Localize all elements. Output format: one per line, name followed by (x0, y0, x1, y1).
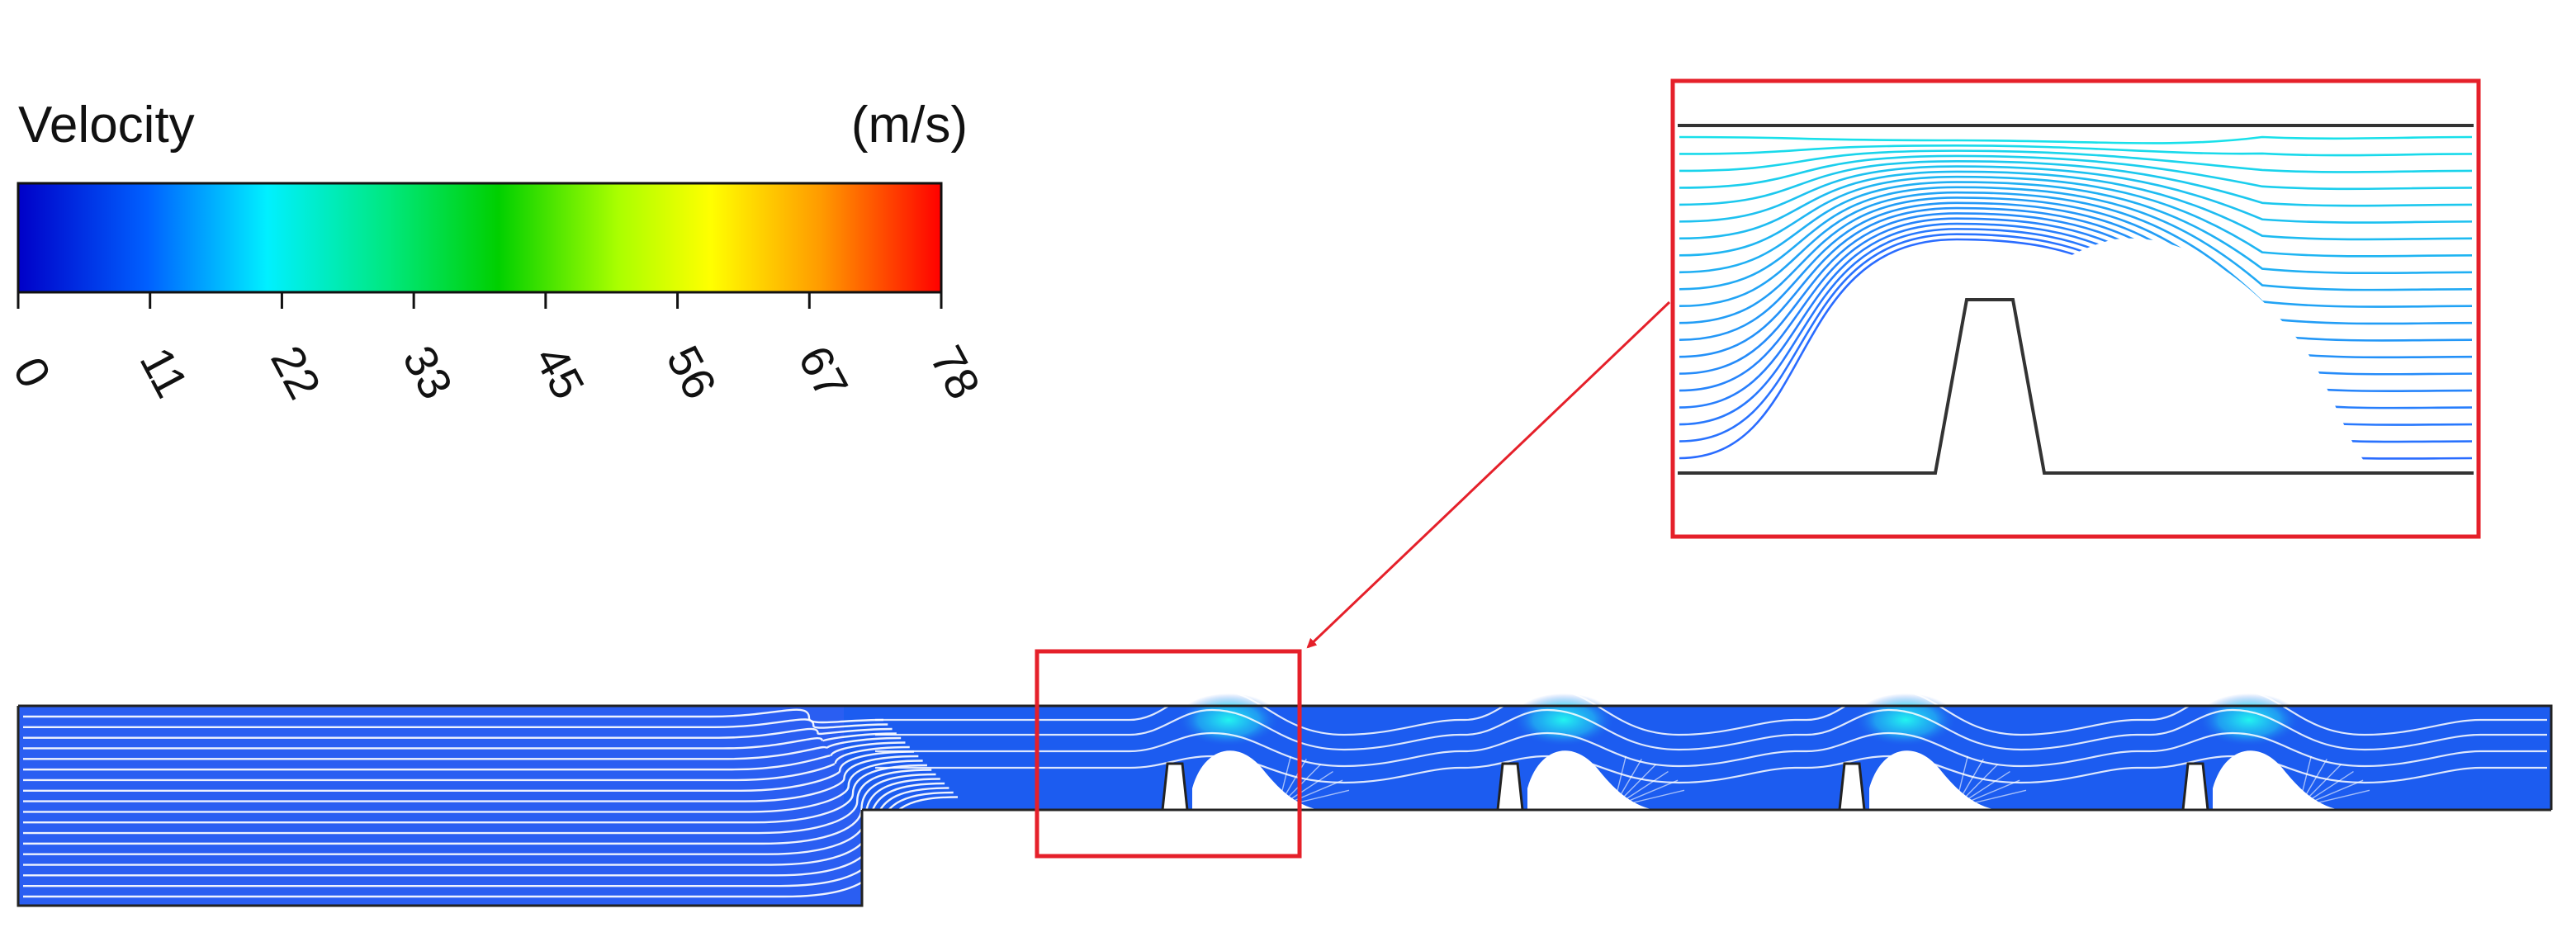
rib (1161, 762, 1189, 811)
highlight-box (1035, 649, 1302, 859)
jet-hotspot (2198, 693, 2300, 746)
inlet-plenum (18, 706, 862, 906)
inset-streamline (1679, 201, 2473, 342)
inlet-streamline (23, 755, 919, 802)
inlet-streamline (23, 741, 906, 771)
inlet-streamline (23, 787, 949, 877)
inlet-streamline (23, 732, 897, 750)
tick-label-11: 11 (130, 338, 198, 405)
inset-streamline (1679, 170, 2473, 241)
inset-streamline (1679, 181, 2473, 275)
wake-region (1869, 750, 1996, 810)
inset-streamline (1679, 217, 2473, 393)
inset-streamline (1679, 154, 2473, 191)
channel-streamlines (875, 688, 2547, 808)
inlet-streamline (23, 727, 893, 739)
inlet-streamline (23, 708, 884, 724)
inset-streamline (1679, 212, 2473, 376)
inset-streamline (1679, 135, 2473, 144)
tick-label-56: 56 (656, 338, 727, 408)
rib (2181, 762, 2209, 811)
inset-streamline (1679, 196, 2473, 325)
tick-label-78: 78 (921, 338, 991, 408)
channel-walls (17, 704, 2553, 907)
wake-region (2213, 750, 2340, 810)
jet-hotspot (1854, 693, 1957, 746)
inlet-streamline (23, 750, 915, 792)
inset-wake (2013, 238, 2378, 473)
tick-label-45: 45 (525, 338, 595, 408)
jet-hotspot (1177, 693, 1280, 746)
inlet-streamlines (23, 708, 959, 898)
inlet-streamline (23, 736, 902, 760)
inset-streamline (1679, 186, 2473, 291)
ribs (862, 750, 2551, 812)
legend-unit: (m/s) (851, 97, 968, 154)
inset-streamline (1679, 149, 2473, 173)
channel-streamline (875, 731, 2547, 768)
zoom-arrow (1306, 301, 1671, 649)
tick-label-0: 0 (3, 348, 61, 395)
wake-region (1192, 750, 1319, 810)
inset-streamline (1679, 191, 2473, 308)
inlet-streamline (23, 773, 936, 845)
channel-domain (17, 688, 2553, 907)
tick-label-33: 33 (393, 338, 463, 408)
colorbar-ticks (17, 292, 943, 309)
inset-streamline (1679, 175, 2473, 258)
inlet-streamline (23, 760, 923, 813)
inlet-streamline (23, 718, 888, 729)
inset-streamline (1679, 144, 2473, 157)
jet-hotspot (1513, 693, 1615, 746)
inlet-streamline (23, 769, 932, 835)
inset-streamlines (1679, 135, 2473, 473)
legend-title: Velocity (18, 97, 195, 154)
inlet-streamline (23, 782, 945, 866)
zoomed-inset (1670, 78, 2481, 539)
inlet-streamline (23, 791, 954, 887)
tick-label-67: 67 (788, 338, 859, 408)
inset-frame (1670, 78, 2481, 539)
inset-streamline (1679, 222, 2473, 409)
inset-streamline (1679, 165, 2473, 224)
inlet-streamline (23, 778, 940, 855)
velocity-legend: Velocity (m/s) 0 11 22 33 45 56 67 78 (3, 97, 991, 407)
channel-streamline (875, 708, 2547, 751)
inset-streamline (1679, 159, 2473, 207)
colorbar-tick-labels: 0 11 22 33 45 56 67 78 (3, 338, 991, 408)
rib (1838, 762, 1866, 811)
tick-label-22: 22 (261, 338, 331, 408)
inlet-streamline (23, 796, 959, 898)
inset-rib-wall (1678, 298, 2474, 475)
channel-streamline (875, 688, 2547, 736)
wake-region (1527, 750, 1655, 810)
rib (1496, 762, 1524, 811)
inset-streamline (1679, 206, 2473, 359)
colorbar (17, 182, 943, 294)
